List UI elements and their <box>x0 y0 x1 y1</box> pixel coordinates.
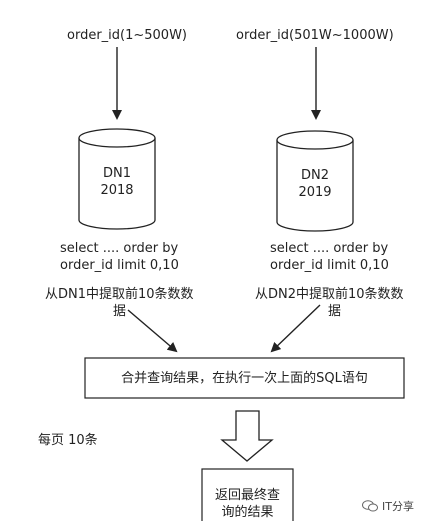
merge-box-text: 合并查询结果，在执行一次上面的SQL语句 <box>121 371 368 386</box>
right-range-label: order_id(501W~1000W) <box>236 28 394 43</box>
left-note-line1: 从DN1中提取前10条数数 <box>45 287 194 302</box>
right-diagonal-arrow <box>270 304 321 353</box>
result-box <box>201 468 294 521</box>
dn1-database-icon <box>78 128 156 230</box>
result-line2: 询的结果 <box>221 505 274 520</box>
dn2-year: 2019 <box>298 185 332 200</box>
merge-box <box>84 357 405 399</box>
page-size-label: 每页 10条 <box>38 433 98 448</box>
watermark: IT分享 <box>362 498 414 514</box>
left-diagonal-arrow <box>127 309 178 353</box>
right-note-line1: 从DN2中提取前10条数数 <box>255 287 404 302</box>
left-query-line1: select .... order by <box>60 241 179 256</box>
left-range-label: order_id(1~500W) <box>67 28 188 43</box>
dn2-database-icon <box>276 130 354 232</box>
left-query-line2: order_id limit 0,10 <box>60 258 179 273</box>
left-note-line2: 据 <box>113 304 127 319</box>
dn1-name: DN1 <box>102 166 131 181</box>
dn2-name: DN2 <box>300 168 329 183</box>
result-line1: 返回最终查 <box>214 488 280 503</box>
watermark-text: IT分享 <box>382 500 414 513</box>
right-query-line1: select .... order by <box>270 241 389 256</box>
right-query-line2: order_id limit 0,10 <box>270 258 389 273</box>
hollow-down-arrow <box>220 410 274 462</box>
dn1-year: 2018 <box>100 183 134 198</box>
right-note-line2: 据 <box>328 304 342 319</box>
wechat-icon <box>362 500 378 512</box>
